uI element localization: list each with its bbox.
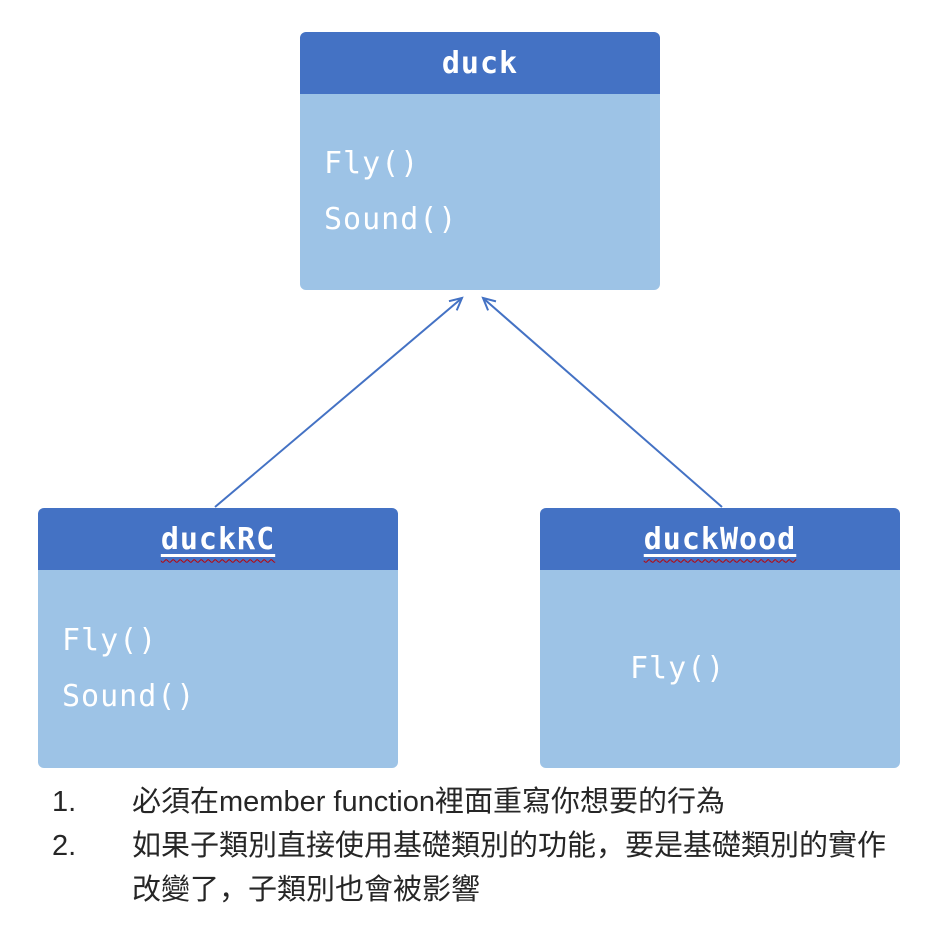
- class-body-duckrc: Fly() Sound(): [38, 570, 398, 768]
- inheritance-arrow-duckrc: [214, 296, 464, 508]
- member-duck-fly: Fly(): [324, 146, 420, 181]
- note-text-1: 必須在member function裡面重寫你想要的行為: [132, 786, 725, 818]
- class-box-duckrc: duckRC Fly() Sound(): [38, 508, 398, 768]
- class-title-duckrc: duckRC: [38, 508, 398, 570]
- member-duckwood-fly: Fly(): [630, 651, 726, 686]
- class-box-duckwood: duckWood Fly(): [540, 508, 900, 768]
- class-title-duckwood-underline: duckWood: [644, 522, 797, 557]
- class-title-duckwood-label: duckWood: [643, 521, 797, 557]
- notes-list: 1. 必須在member function裡面重寫你想要的行為 2. 如果子類別…: [52, 780, 902, 912]
- note-number-1: 1.: [52, 786, 77, 818]
- class-body-duckwood: Fly(): [540, 570, 900, 768]
- class-body-duck: Fly() Sound(): [300, 94, 660, 290]
- note-number-2: 2.: [52, 830, 77, 862]
- member-duckrc-sound: Sound(): [62, 679, 196, 714]
- class-title-duck: duck: [300, 32, 660, 94]
- note-text-2: 如果子類別直接使用基礎類別的功能，要是基礎類別的實作改變了，子類別也會被影響: [132, 830, 887, 906]
- class-box-duck: duck Fly() Sound(): [300, 32, 660, 290]
- member-duckrc-fly: Fly(): [62, 623, 158, 658]
- class-title-duckrc-label: duckRC: [160, 521, 276, 557]
- class-title-duckwood: duckWood: [540, 508, 900, 570]
- inheritance-arrow-duckwood: [481, 296, 723, 508]
- class-title-duckrc-underline: duckRC: [161, 522, 275, 557]
- note-item-1: 1. 必須在member function裡面重寫你想要的行為: [52, 780, 902, 824]
- class-title-duck-label: duck: [441, 45, 519, 81]
- note-item-2: 2. 如果子類別直接使用基礎類別的功能，要是基礎類別的實作改變了，子類別也會被影…: [52, 824, 902, 912]
- member-duck-sound: Sound(): [324, 202, 458, 237]
